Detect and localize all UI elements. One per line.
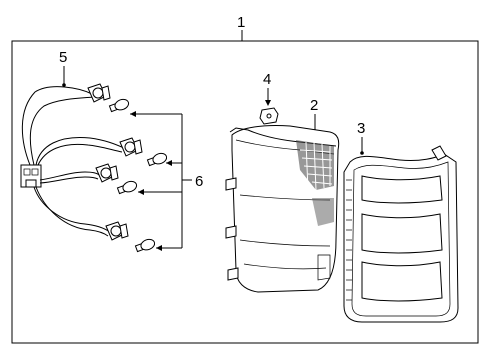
callout-1-label: 1 bbox=[237, 14, 245, 31]
lamp-housing bbox=[225, 125, 340, 293]
callout-6-bracket bbox=[130, 111, 192, 251]
bulb-socket-4 bbox=[105, 221, 129, 241]
bulb-2 bbox=[146, 152, 168, 167]
lens-texture bbox=[296, 140, 334, 226]
wire-harness bbox=[20, 83, 143, 241]
callout-2-label: 2 bbox=[310, 97, 318, 114]
bulb-1 bbox=[108, 98, 130, 113]
bulb-socket-2 bbox=[119, 137, 143, 157]
callout-5-dot bbox=[62, 83, 66, 87]
callout-4-label: 4 bbox=[263, 71, 271, 88]
tail-lamp-lens bbox=[343, 145, 459, 323]
bulb-4 bbox=[134, 238, 156, 253]
callout-3-label: 3 bbox=[357, 120, 365, 137]
assembly-frame bbox=[11, 40, 479, 344]
callout-5-label: 5 bbox=[59, 49, 67, 66]
bulb-socket-3 bbox=[95, 163, 119, 183]
retainer-clip bbox=[259, 107, 279, 125]
bulb-socket-1 bbox=[87, 83, 111, 103]
bulb-3 bbox=[116, 180, 138, 195]
callout-6-label: 6 bbox=[195, 173, 203, 190]
bulbs bbox=[108, 98, 168, 253]
